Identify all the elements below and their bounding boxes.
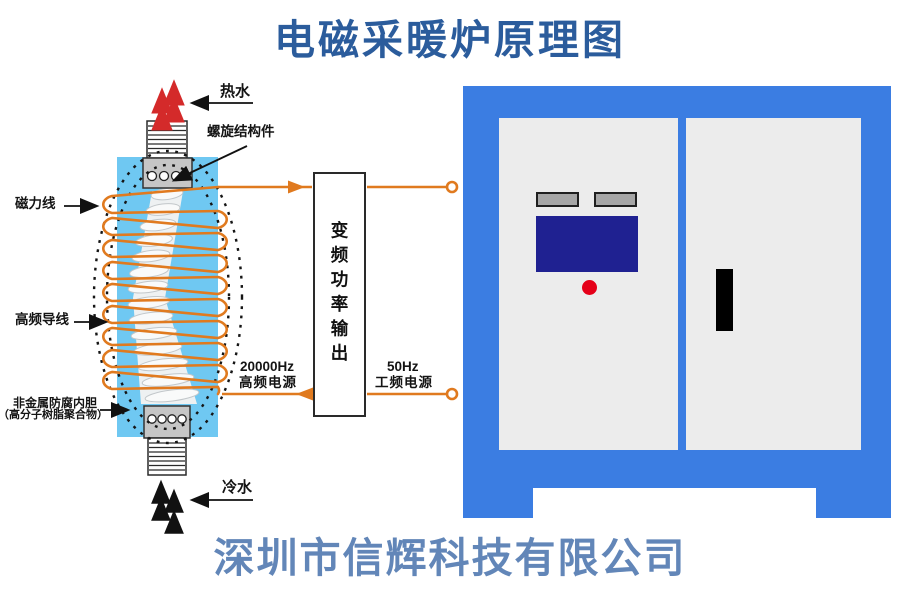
induction-coil	[102, 185, 228, 396]
inverter-box-label: 变频功率输出	[329, 221, 349, 368]
page-title: 电磁采暖炉原理图	[274, 17, 626, 63]
terminal-bottom	[445, 387, 459, 401]
bottom-cap-and-pipe	[143, 405, 191, 476]
hf-wire-label: 高频导线	[15, 312, 69, 327]
cabinet-display-panel	[536, 216, 638, 272]
inverter-box: 变频功率输出	[313, 172, 366, 417]
liner-label-line2: （高分子树脂聚合物）	[0, 409, 108, 421]
hot-water-arrows	[151, 79, 185, 131]
cabinet-door-handle	[716, 269, 733, 331]
heater-cabinet	[463, 86, 891, 518]
cabinet-power-button	[582, 280, 597, 295]
heater-schematic	[64, 79, 459, 534]
hf-supply-freq: 20000Hz	[240, 359, 295, 374]
magnetic-field-lines	[92, 149, 244, 445]
magnetic-lines-label: 磁力线	[15, 196, 56, 211]
cabinet-vent-1	[536, 192, 579, 207]
company-name: 深圳市信辉科技有限公司	[213, 535, 687, 581]
mains-freq: 50Hz	[387, 359, 419, 374]
spiral-pointer	[171, 145, 248, 182]
mains-name: 工频电源	[375, 375, 433, 390]
hot-water-label: 热水	[220, 83, 251, 100]
cabinet-vent-2	[594, 192, 637, 207]
terminal-top	[445, 180, 459, 194]
wire-arrow-right	[288, 180, 305, 194]
cabinet-right-door	[686, 118, 861, 450]
hf-supply-name: 高频电源	[239, 375, 297, 390]
wire-arrow-left	[296, 387, 313, 401]
power-wires	[218, 180, 459, 401]
cold-water-label: 冷水	[222, 479, 253, 496]
cabinet-feet-gap	[533, 488, 816, 518]
liner-label-line1: 非金属防腐内胆	[13, 396, 98, 410]
label-arrows	[64, 94, 253, 509]
spiral-label: 螺旋结构件	[207, 124, 275, 139]
cold-water-arrows	[151, 479, 184, 534]
